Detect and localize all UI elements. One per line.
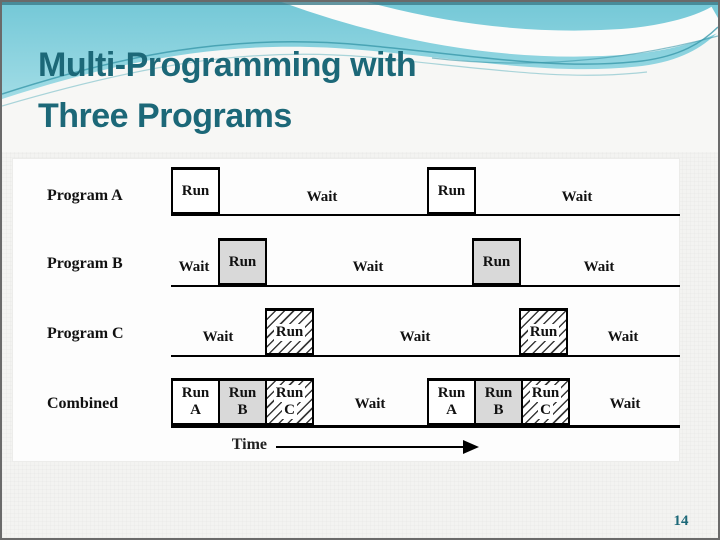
slide-title-line2: Three Programs	[38, 97, 292, 135]
run-box-text: Run	[228, 253, 257, 270]
wait-label-program-a-2: Wait	[561, 189, 593, 205]
run-box-combined-b-2: Run B	[474, 378, 523, 425]
timeline-line-program-b	[171, 285, 680, 287]
run-box-text: B	[237, 402, 248, 418]
run-box-combined-a-1: Run A	[171, 378, 220, 425]
run-box-program-b-2: Run	[472, 238, 521, 285]
time-axis-label: Time	[231, 436, 267, 453]
run-box-text: Run	[529, 385, 562, 402]
wait-label-program-b-3: Wait	[583, 259, 615, 275]
run-box-text: Run	[181, 182, 210, 199]
time-arrow-line	[276, 446, 463, 448]
timing-diagram-panel: Program A Run Wait Run Wait Program B Wa…	[12, 158, 680, 462]
run-box-program-a-1: Run	[171, 167, 220, 214]
wait-label-combined-2: Wait	[609, 396, 641, 412]
run-box-text: Run	[527, 323, 560, 341]
slide-title-line1: Multi-Programming with	[38, 46, 417, 84]
slide-title: Multi-Programming with Three Programs	[38, 40, 598, 142]
row-label-combined: Combined	[47, 395, 119, 412]
time-arrow-head-icon	[463, 440, 479, 454]
run-box-text: C	[282, 402, 297, 419]
wait-label-program-a-1: Wait	[306, 189, 338, 205]
row-label-program-a: Program A	[47, 187, 123, 204]
row-label-program-c: Program C	[47, 325, 124, 342]
timeline-line-program-a	[171, 214, 680, 216]
run-box-combined-b-1: Run B	[218, 378, 267, 425]
run-box-text: C	[538, 402, 553, 419]
run-box-text: Run	[437, 385, 466, 401]
wait-label-program-b-1: Wait	[178, 259, 210, 275]
wait-label-program-b-2: Wait	[352, 259, 384, 275]
timeline-line-combined	[171, 425, 680, 428]
run-box-program-c-1: Run	[265, 308, 314, 355]
run-box-combined-c-2: Run C	[521, 378, 570, 425]
wait-label-program-c-1: Wait	[202, 329, 234, 345]
run-box-combined-a-2: Run A	[427, 378, 476, 425]
wait-label-program-c-2: Wait	[399, 329, 431, 345]
run-box-text: B	[493, 402, 504, 418]
run-box-text: Run	[273, 385, 306, 402]
run-box-text: Run	[437, 182, 466, 199]
header-wave-decoration	[2, 2, 718, 152]
run-box-program-b-1: Run	[218, 238, 267, 285]
page-number: 14	[673, 513, 689, 529]
run-box-text: Run	[484, 385, 513, 401]
run-box-program-c-2: Run	[519, 308, 568, 355]
run-box-text: A	[446, 402, 457, 418]
run-box-text: Run	[273, 323, 306, 341]
run-box-text: A	[190, 402, 201, 418]
run-box-program-a-2: Run	[427, 167, 476, 214]
wait-label-combined-1: Wait	[354, 396, 386, 412]
run-box-combined-c-1: Run C	[265, 378, 314, 425]
row-label-program-b: Program B	[47, 255, 123, 272]
run-box-text: Run	[181, 385, 210, 401]
run-box-text: Run	[228, 385, 257, 401]
run-box-text: Run	[482, 253, 511, 270]
wait-label-program-c-3: Wait	[607, 329, 639, 345]
timeline-line-program-c	[171, 355, 680, 357]
